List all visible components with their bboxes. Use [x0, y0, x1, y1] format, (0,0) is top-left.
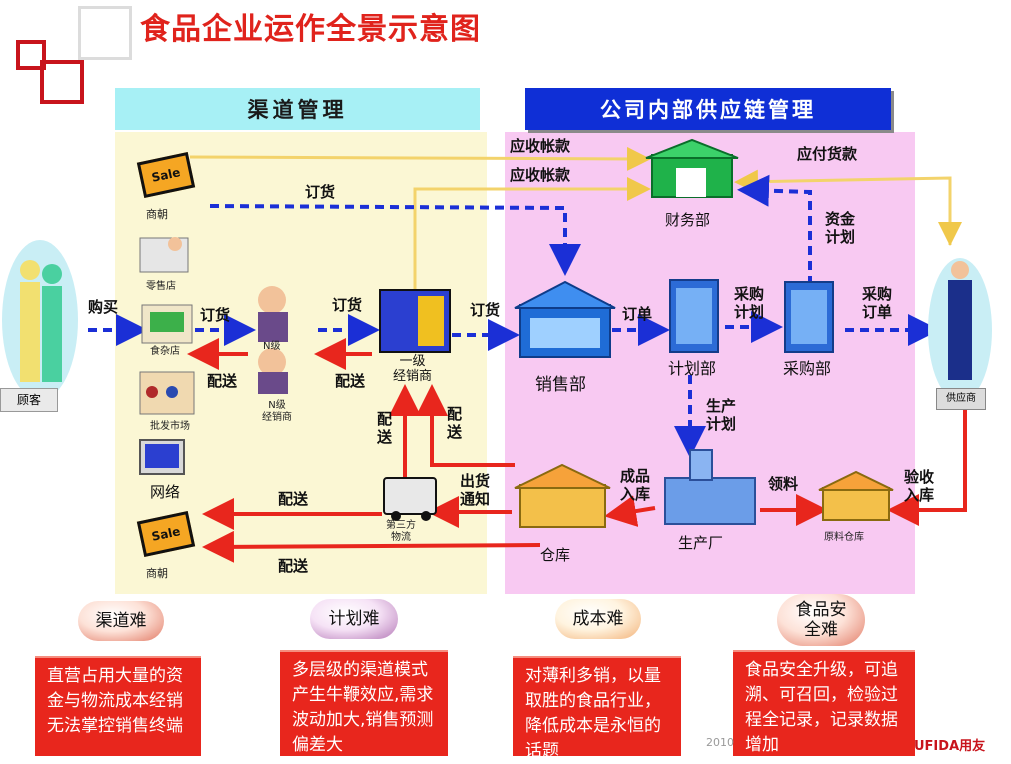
raw-warehouse-icon	[818, 470, 894, 521]
challenge-cost-title: 成本难	[555, 599, 641, 639]
supply-chain-header: 公司内部供应链管理	[525, 88, 891, 130]
label-deliver-v1: 配 送	[377, 410, 393, 446]
flow-deliver-4	[202, 530, 541, 563]
label-order-top: 订货	[305, 183, 336, 201]
supplier-figure-icon	[928, 258, 992, 402]
factory-label: 生产厂	[678, 534, 724, 552]
challenge-planning-title: 计划难	[310, 599, 398, 639]
label-ship-notice: 出货 通知	[460, 472, 491, 508]
label-receivable-2: 应收帐款	[510, 166, 571, 184]
grocery-store-icon	[141, 304, 193, 344]
network-label: 网络	[150, 483, 181, 501]
label-production-plan: 生产 计划	[706, 397, 737, 433]
planning-building-icon	[669, 279, 719, 353]
first-dealer-icon	[379, 289, 451, 353]
n-dealer-b-label: N级 经销商	[262, 400, 292, 423]
purchasing-label: 采购部	[783, 359, 832, 378]
challenge-cost-text: 对薄利多销，以量取胜的食品行业，降低成本是永恒的话题	[513, 656, 681, 761]
flow-receivable-1	[189, 146, 651, 171]
label-payable: 应付货款	[797, 145, 858, 163]
customer-figure-icon	[2, 240, 78, 400]
label-deliver-v2: 配 送	[447, 405, 463, 441]
label-inspect-in: 验收 入库	[904, 468, 935, 504]
flow-ship-notice	[416, 384, 515, 467]
label-deliver-2: 配送	[335, 372, 366, 390]
label-receivable-1: 应收帐款	[510, 137, 571, 155]
n-dealer-icon	[258, 286, 288, 394]
label-deliver-3: 配送	[278, 490, 309, 508]
label-order-1: 订货	[200, 306, 231, 324]
label-buy: 购买	[88, 298, 119, 316]
page-title: 食品企业运作全景示意图	[140, 12, 481, 47]
channel-header: 渠道管理	[115, 88, 480, 130]
label-deliver-1: 配送	[207, 372, 238, 390]
wholesale-label: 批发市场	[150, 421, 190, 432]
n-dealer-a-label: N级	[263, 341, 281, 352]
network-computer-icon	[139, 439, 185, 475]
ufida-logo: UFIDA用友	[914, 739, 986, 754]
challenge-planning-text: 多层级的渠道模式产生牛鞭效应,需求波动加大,销售预测偏差大	[280, 650, 448, 756]
flow-goods-in	[604, 495, 656, 527]
first-dealer-label: 一级 经销商	[393, 354, 433, 384]
label-purchase-plan: 采购 计划	[734, 285, 765, 321]
purchasing-building-icon	[784, 281, 834, 353]
label-order-3: 订货	[470, 301, 501, 319]
label-fund-plan: 资金 计划	[825, 210, 856, 246]
challenge-safety-title: 食品安 全难	[777, 594, 865, 646]
decor-square-red	[40, 60, 84, 104]
customer-label: 顾客	[0, 388, 58, 412]
raw-warehouse-label: 原料仓库	[824, 532, 864, 543]
sales-building-icon	[514, 280, 616, 358]
finance-label: 财务部	[665, 211, 711, 229]
label-goods-in: 成品 入库	[620, 467, 651, 503]
label-material-pick: 领料	[768, 475, 799, 493]
warehouse-icon	[514, 463, 611, 528]
planning-label: 计划部	[668, 359, 717, 378]
flow-order-top	[209, 204, 581, 276]
flow-inspect-in	[887, 410, 967, 526]
challenge-channel-title: 渠道难	[78, 601, 164, 641]
factory-icon	[664, 449, 756, 525]
label-order-2: 订货	[332, 296, 363, 314]
logistics-truck-icon	[383, 477, 437, 521]
wholesale-market-icon	[139, 371, 195, 415]
supplier-label: 供应商	[936, 388, 986, 410]
mall-bottom-label: 商朝	[146, 567, 168, 580]
flow-fund-plan	[737, 174, 812, 285]
mall-top-label: 商朝	[146, 208, 168, 221]
finance-building-icon	[645, 138, 739, 198]
label-order-sales: 订单	[622, 305, 653, 323]
label-deliver-4: 配送	[278, 557, 309, 575]
warehouse-label: 仓库	[540, 546, 571, 564]
challenge-safety-text: 食品安全升级，可追溯、可召回，检验过程全记录，记录数据增加	[733, 650, 915, 756]
logistics-label: 第三方 物流	[386, 520, 416, 543]
retail-label: 零售店	[146, 281, 176, 292]
footer-year: 2010	[706, 736, 734, 749]
label-purchase-order: 采购 订单	[862, 285, 893, 321]
grocery-label: 食杂店	[150, 346, 180, 357]
decor-square-red-small	[16, 40, 46, 70]
decor-square-grey	[78, 6, 132, 60]
challenge-channel-text: 直营占用大量的资金与物流成本经销无法掌控销售终端	[35, 656, 201, 756]
sales-label: 销售部	[535, 375, 586, 395]
retail-store-icon	[139, 237, 189, 273]
